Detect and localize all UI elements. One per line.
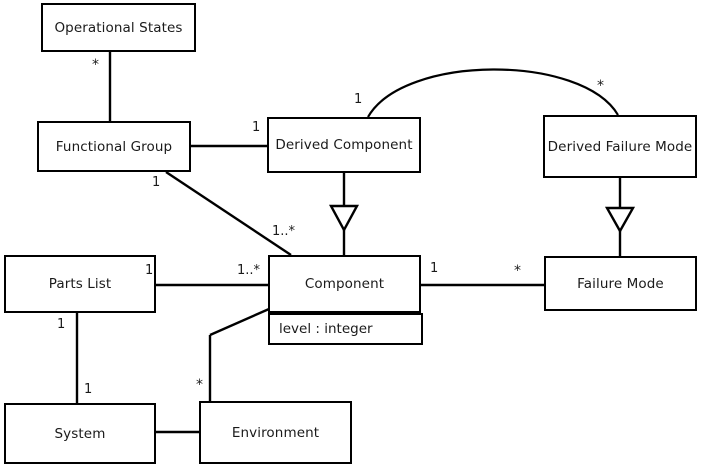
multiplicity-functional-group-derived-component: 1	[252, 120, 261, 135]
class-name-derived-component: Derived Component	[275, 137, 413, 153]
class-name-environment: Environment	[231, 424, 320, 441]
multiplicity-system-parts-list: 1	[84, 382, 93, 397]
class-box-functional-group[interactable]: Functional Group	[37, 121, 191, 172]
class-name-parts-list: Parts List	[48, 276, 112, 292]
class-box-parts-list[interactable]: Parts List	[4, 255, 156, 313]
multiplicity-derived-component-arc: 1	[354, 92, 363, 107]
multiplicity-component-parts-list: 1..*	[237, 263, 261, 278]
multiplicity-component-failure-mode: 1	[430, 261, 439, 276]
multiplicity-environment-component: *	[196, 377, 203, 393]
edge-functional-group-component	[165, 171, 292, 256]
multiplicity-functional-group-component: 1	[152, 175, 161, 190]
class-box-system[interactable]: System	[4, 403, 156, 464]
class-name-failure-mode: Failure Mode	[577, 275, 664, 292]
multiplicity-parts-list-component: 1	[145, 263, 154, 278]
class-name-functional-group: Functional Group	[55, 138, 173, 155]
class-box-component[interactable]: Component	[268, 255, 421, 313]
class-box-environment[interactable]: Environment	[199, 401, 352, 464]
multiplicity-failure-mode-component: *	[514, 263, 521, 279]
class-box-derived-failure-mode[interactable]: Derived Failure Mode	[543, 115, 697, 178]
class-box-derived-component[interactable]: Derived Component	[267, 117, 421, 173]
multiplicity-component-functional-group: 1..*	[272, 224, 296, 239]
class-attribute-component: level : integer	[268, 313, 423, 345]
class-box-failure-mode[interactable]: Failure Mode	[544, 256, 697, 311]
class-box-operational-states[interactable]: Operational States	[41, 3, 196, 52]
class-name-system: System	[54, 425, 106, 442]
multiplicity-derived-failure-mode-arc: *	[597, 78, 604, 94]
generalization-triangle-component	[328, 204, 360, 233]
edge-derived-component-derived-failure-mode	[367, 68, 619, 118]
edge-environment-component-diagonal	[209, 307, 270, 337]
multiplicity-operational-states-functional-group: *	[92, 57, 99, 73]
generalization-triangle-failure-mode	[604, 206, 636, 234]
class-name-component: Component	[304, 276, 385, 292]
class-name-operational-states: Operational States	[54, 19, 183, 36]
class-name-derived-failure-mode: Derived Failure Mode	[547, 138, 693, 155]
multiplicity-parts-list-system: 1	[57, 317, 66, 332]
